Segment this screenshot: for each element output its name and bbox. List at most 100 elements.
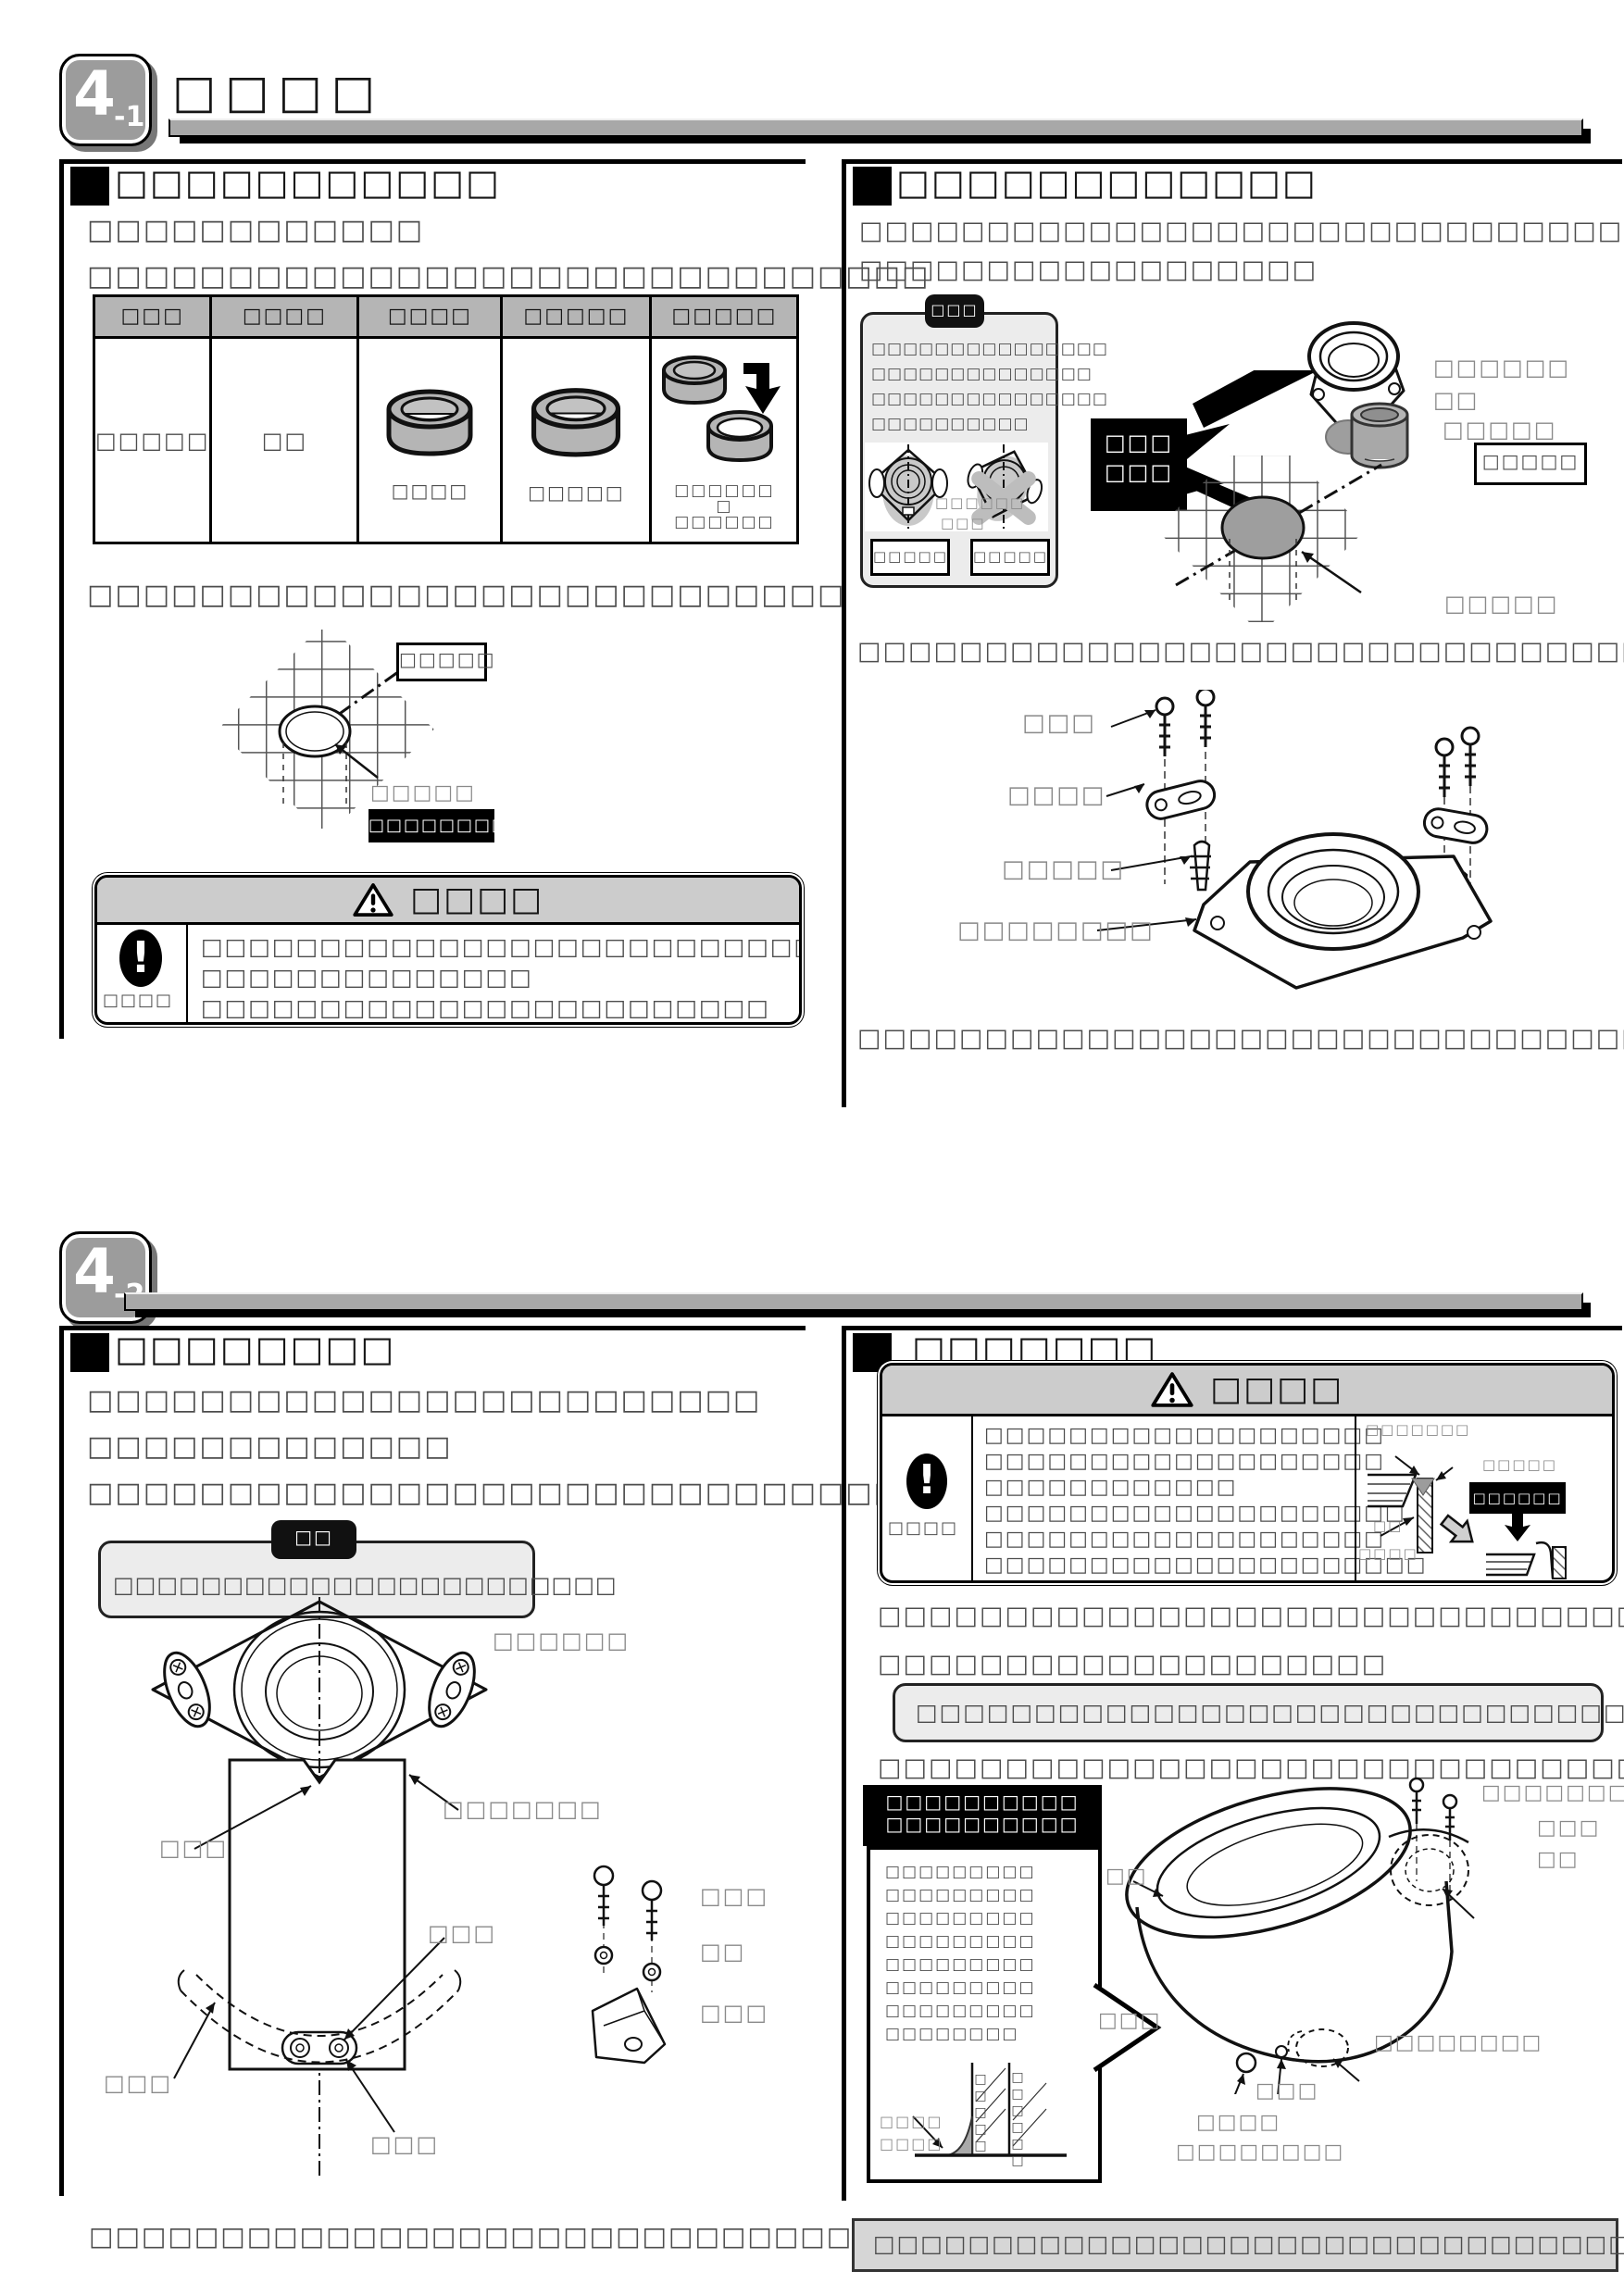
flange-section-figure-a: [1368, 1455, 1454, 1554]
badge-4: 4: [73, 58, 116, 130]
label: □□: [294, 1526, 333, 1548]
caulking-sub-label: □□□□: [880, 2113, 943, 2130]
heading-4-1-right: □□□□□□□□□□□□: [896, 162, 1318, 203]
warning-band: □□□□: [97, 878, 799, 925]
floor-grid-figure: [222, 630, 434, 829]
section-title-4-1: □□□□: [172, 65, 384, 119]
flange-bolt-label: □□□□□□□□: [1374, 2031, 1543, 2054]
caption: □: [716, 497, 733, 516]
hole-label: □□□: [370, 2131, 440, 2157]
note-line: □□□□□□□□□□□□□□□□□□□□□□□□□□□□□□: [916, 1699, 1624, 1726]
caption: □□□□□□: [674, 513, 775, 531]
label: □□□□□□□□□□: [885, 1791, 1080, 1813]
warning-line: □□□□□□□□□□□□□□□□□□□: [984, 1528, 1385, 1551]
warning-line: □□□□□□□□□□□□□□□□□□□□□□□□: [201, 994, 770, 1021]
col-frame-top: [842, 1326, 1622, 1330]
table-header: □□□□□: [671, 305, 778, 328]
bottom-gray-bar: □□□□□□□□□□□□□□□□□□□□□□□□□□□□□□□□□□□□□□: [852, 2218, 1624, 2272]
drain-position-black-label: □□□□□□□□: [369, 809, 507, 842]
warning-line: □□□□□□□□□□□□□□□□□□□□□□□□□□□□□□□□□: [201, 933, 799, 960]
paragraph: □□□□□□□□□□□□□□□□□□: [859, 256, 1318, 284]
panel-divider: [1355, 1416, 1356, 1580]
table-cell-socket-b: □□□□□: [500, 336, 653, 544]
label: □□□□□□□□: [369, 816, 510, 835]
paragraph: □□□□□□□□□□□□□□□□□□□□□□□□□□□□□□□□□□□□□□: [878, 1753, 1624, 1782]
note-line: □□□□□□□□□□□□□□: [871, 365, 1093, 383]
nut-label: □□□: [1537, 1816, 1601, 1840]
warning-line: □□□□□□□□□□□□□□□□□□□□□: [984, 1554, 1428, 1577]
caulking-section-figure: [912, 2063, 1067, 2157]
mandatory-icon: !: [119, 930, 162, 987]
col-frame-top: [842, 159, 1622, 164]
col-frame-left: [59, 1326, 64, 2196]
bowl-label: □□: [1106, 1865, 1148, 1888]
washer-label: □□: [1537, 1848, 1580, 1871]
flange-exploded-art: [1096, 690, 1493, 990]
drain-label: □□□□□: [370, 781, 476, 805]
warning-box: □□□□ ! □□□□ □□□□□□□□□□□□□□□□□□□□□□□□□□□□…: [94, 875, 802, 1025]
warning-line: □□□□□□□□□□□□□□: [201, 964, 533, 991]
template-label: □□□□□□□: [443, 1796, 603, 1822]
notch-label: □□□: [159, 1835, 229, 1861]
caulking-title-black-box: □□□□□□□□□□ □□□□□□□□□□: [863, 1785, 1102, 1846]
open-arrow-icon: [1439, 1514, 1474, 1543]
col-frame-left: [842, 1326, 846, 2201]
table-header: □□□□□: [523, 305, 630, 328]
washer-label: □□: [700, 1939, 746, 1965]
paragraph: □□□□□□□□□□□□□□□□□□□□□□□□: [87, 1384, 762, 1416]
warning-icon-cell: ! □□□□: [882, 1416, 973, 1580]
label: □□□□□□□□□□: [885, 1813, 1080, 1835]
wood-screw-label: □□□: [1022, 709, 1096, 737]
note-text: □□□□□□□□□□□□□□□ □□□□□□□□□□□□□□ □□□□□□□□□…: [871, 337, 1108, 437]
caption: □□□□□□: [674, 481, 775, 500]
warning-text: □□□□□□□□□□□□□□□□□□□ □□□□□□□□□□□□□□□□□□□ …: [984, 1423, 1428, 1578]
heading-square: [853, 167, 892, 206]
flange-body-label: □□□□□□□□: [957, 917, 1155, 944]
balloon-line: □□□□□□□□□: [885, 1863, 1036, 1881]
balloon-line: □□□□□□□□□: [885, 1932, 1036, 1951]
note-line: □□□□□□□□□□: [871, 415, 1030, 433]
panel-label: □□: [1373, 1517, 1404, 1534]
warning-triangle-icon: [353, 883, 394, 917]
warning-line: □□□□□□□□□□□□□□□□□□□: [984, 1424, 1385, 1447]
flange-body-label2: □□: [1433, 387, 1480, 413]
drain-socket-icon: [1350, 402, 1409, 469]
note-line: □□□□□□□□□□□□□□□□□□□□□□□: [113, 1572, 618, 1598]
spacer-screws-figure: [591, 1865, 667, 2065]
floor-grid-socket-figure: [1156, 455, 1382, 622]
paragraph: □□□□□□□□□□□□□□□□□□□□□□□□□□□□□□□□□□□□□□: [857, 637, 1624, 666]
socket-callout-black-box: □□□ □□□: [1091, 418, 1187, 511]
paragraph: □□□□□□□□□□□□□: [87, 1430, 453, 1463]
paragraph: □□□□□□□□□□□□□□□□□□□□□□□□□□□□□□□: [87, 1477, 958, 1509]
table-header: □□□: [120, 305, 184, 328]
col-frame-top: [59, 159, 806, 164]
bad-label-box: □□□□□: [970, 539, 1050, 576]
balloon-tail: [1093, 1983, 1162, 2072]
socket-swap-icon: [662, 356, 781, 463]
center-line-label-box: □□□□□: [396, 643, 493, 681]
heading-4-1-left: □□□□□□□□□□□: [115, 162, 501, 203]
bracket-label: □□□□: [1007, 781, 1106, 809]
caulking-sub-label: □□□□: [880, 2135, 943, 2152]
mount-hole-label: □□□□□□: [493, 1628, 631, 1653]
label: □□□□□: [973, 548, 1048, 565]
balloon-line: □□□□□□□□: [885, 2025, 1019, 2043]
table-cell: □□: [261, 427, 308, 454]
section-badge-4-1: 4-1 4 -1: [59, 54, 152, 146]
parts-table: □□□ □□□□ □□□□ □□□□□ □□□□□ □□□□□ □□ □□□□: [92, 294, 800, 544]
paragraph: □□□□□□□□□□□□□□□□□□□□□□□□□□□□□□□: [878, 1602, 1624, 1630]
panel-label: □□□□□□□: [1366, 1421, 1471, 1438]
balloon-text: □□□□□□□□□ □□□□□□□□□ □□□□□□□□□ □□□□□□□□□ …: [885, 1861, 1036, 2046]
col-frame-left: [842, 159, 846, 1107]
mandatory-icon: !: [906, 1454, 947, 1509]
table-cell-socket-swap: □□□□□□ □ □□□□□□: [649, 336, 800, 544]
socket-ring-icon: [531, 387, 621, 457]
note-line: □□□□□□□□□□□□□□□: [871, 390, 1108, 408]
arc-label: □□□: [104, 2070, 173, 2096]
packing-label: □□□: [1255, 2079, 1319, 2103]
warning-line: □□□□□□□□□□□□□□□□□□□: [984, 1450, 1385, 1473]
note-mid-label: □□□□□□: [935, 494, 1026, 511]
bar-line: □□□□□□□□□□□□□□□□□□□□□□□□□□□□□□□□□□□□□□: [873, 2230, 1624, 2257]
warning-line: □□□□□□□□□□□□: [984, 1476, 1238, 1499]
